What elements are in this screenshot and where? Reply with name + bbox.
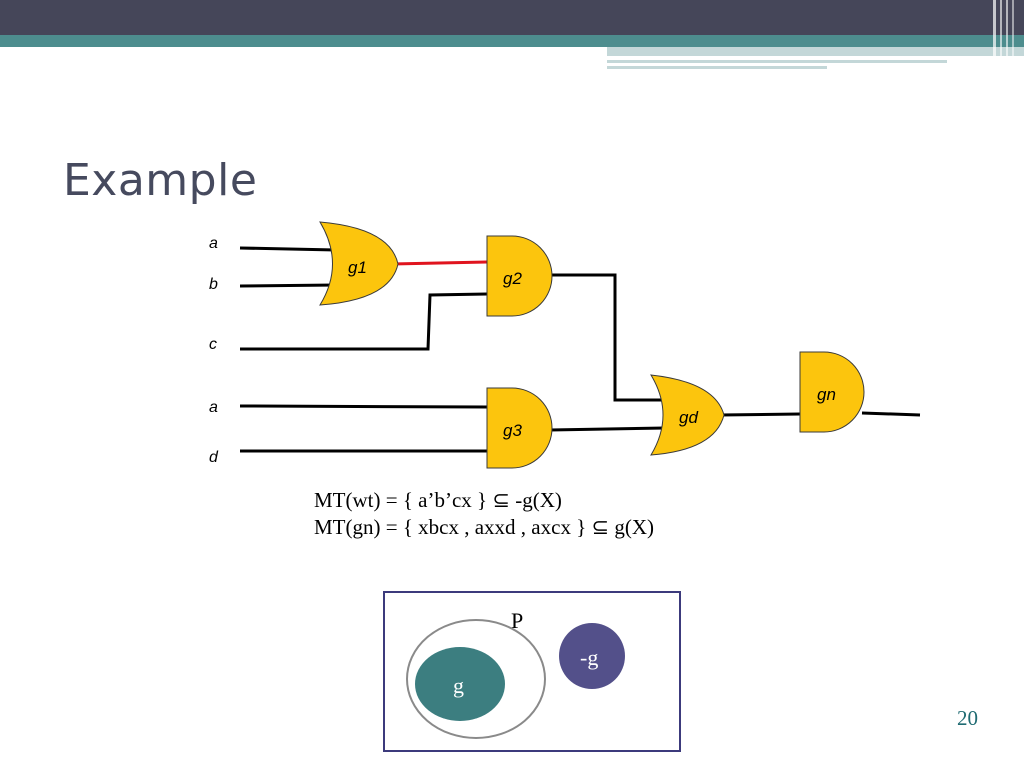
input-label: a bbox=[209, 399, 218, 416]
input-label: d bbox=[209, 449, 219, 466]
header-thin-stripe-2 bbox=[607, 66, 827, 69]
gate-label: g1 bbox=[348, 258, 367, 277]
venn-label-not-g: -g bbox=[580, 645, 598, 670]
equation-mt-gn: MT(gn) = { xbcx , axxd , axcx } ⊆ g(X) bbox=[314, 515, 655, 539]
gate-label: g2 bbox=[503, 269, 522, 288]
header-vertical-line bbox=[993, 0, 996, 68]
gate-label: gd bbox=[679, 408, 698, 427]
wire-a-to-g3 bbox=[239, 404, 488, 409]
header-vertical-line bbox=[1006, 0, 1008, 68]
header-vertical-line bbox=[1000, 0, 1002, 68]
or-gate-gd bbox=[650, 374, 725, 456]
or-gate-g1 bbox=[319, 221, 399, 306]
wire-g1-to-g2 bbox=[391, 260, 488, 266]
header-teal-bar bbox=[0, 35, 1024, 47]
header-light-stripe bbox=[607, 47, 1024, 56]
slide-title: Example bbox=[63, 155, 258, 206]
and-gate-g2 bbox=[486, 235, 553, 317]
header-dark-bar bbox=[0, 0, 1024, 35]
header-vertical-line bbox=[1012, 0, 1014, 68]
input-label: a bbox=[209, 235, 218, 252]
input-label: b bbox=[209, 276, 218, 293]
equation-mt-wt: MT(wt) = { a’b’cx } ⊆ -g(X) bbox=[314, 488, 562, 512]
header-thin-stripe bbox=[607, 60, 947, 63]
venn-set-not-g bbox=[559, 623, 625, 689]
venn-label-g: g bbox=[453, 673, 464, 698]
wire-g3-to-gd bbox=[549, 426, 666, 432]
gate-label: g3 bbox=[503, 421, 522, 440]
wire-a-to-g1 bbox=[239, 246, 337, 252]
page-number: 20 bbox=[957, 706, 978, 730]
wire-c-to-g2 bbox=[240, 292, 488, 351]
and-gate-g3 bbox=[486, 387, 553, 469]
venn-label-p: P bbox=[511, 608, 523, 633]
wire-gn-output bbox=[861, 411, 921, 417]
venn-set-g bbox=[415, 647, 505, 721]
gate-label: gn bbox=[817, 385, 836, 404]
wire-g2-to-gd bbox=[550, 273, 665, 402]
input-label: c bbox=[209, 336, 217, 353]
header-decoration bbox=[0, 0, 1024, 69]
equations-block: MT(wt) = { a’b’cx } ⊆ -g(X) MT(gn) = { x… bbox=[314, 487, 654, 541]
wire-gd-to-gn bbox=[719, 412, 801, 417]
and-gate-gn bbox=[799, 351, 865, 433]
wire-b-to-g1 bbox=[239, 283, 337, 288]
